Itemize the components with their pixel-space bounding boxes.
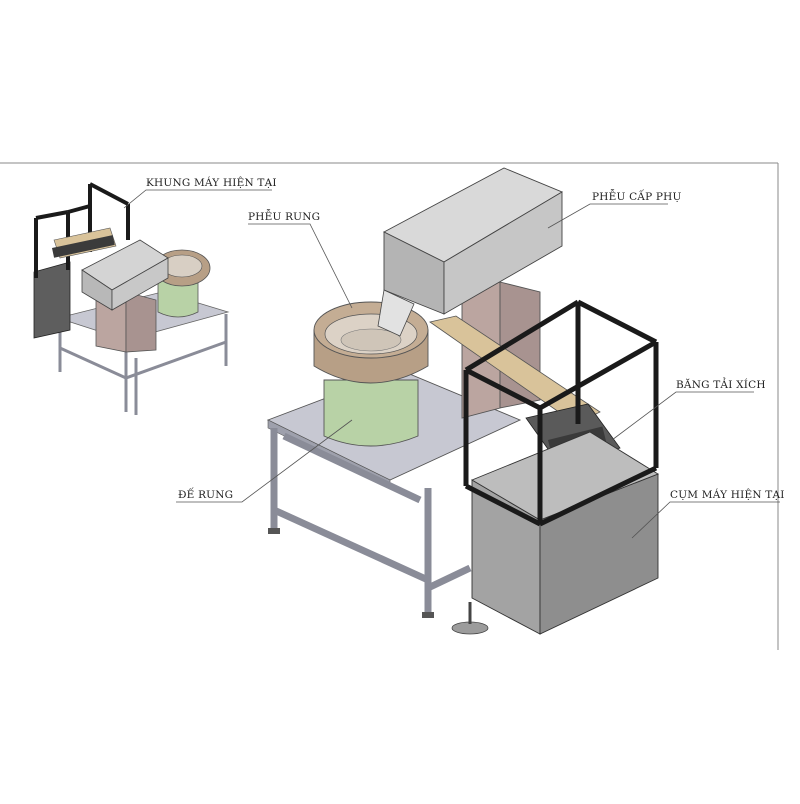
small-vibratory-base	[157, 279, 199, 318]
leader-pheu-rung	[248, 223, 353, 309]
leader-de-rung	[176, 419, 353, 503]
main-vibratory-base	[323, 379, 419, 447]
small-conveyor-rail	[52, 235, 115, 258]
small-cabinet	[33, 261, 71, 339]
label-cum-may: CỤM MÁY HIỆN TẠI	[670, 489, 785, 501]
label-pheu-cap-phu: PHỄU CẤP PHỤ	[592, 191, 682, 203]
label-bang-tai-xich: BĂNG TẢI XÍCH	[676, 379, 766, 391]
leader-lines	[123, 189, 780, 539]
main-table-foot	[268, 528, 280, 534]
label-de-rung: ĐẾ RUNG	[178, 489, 234, 501]
label-khung-may: KHUNG MÁY HIỆN TẠI	[146, 177, 277, 189]
leader-khung-may	[123, 189, 272, 209]
small-view	[33, 182, 230, 415]
hopper-chute	[377, 289, 415, 337]
leader-pheu-cap-phu	[547, 203, 668, 229]
main-view	[266, 167, 660, 635]
leader-bang-tai-xich	[611, 391, 754, 441]
label-pheu-rung: PHỄU RUNG	[248, 211, 321, 223]
main-guard-frame	[463, 299, 659, 527]
leader-cum-may	[631, 501, 780, 539]
